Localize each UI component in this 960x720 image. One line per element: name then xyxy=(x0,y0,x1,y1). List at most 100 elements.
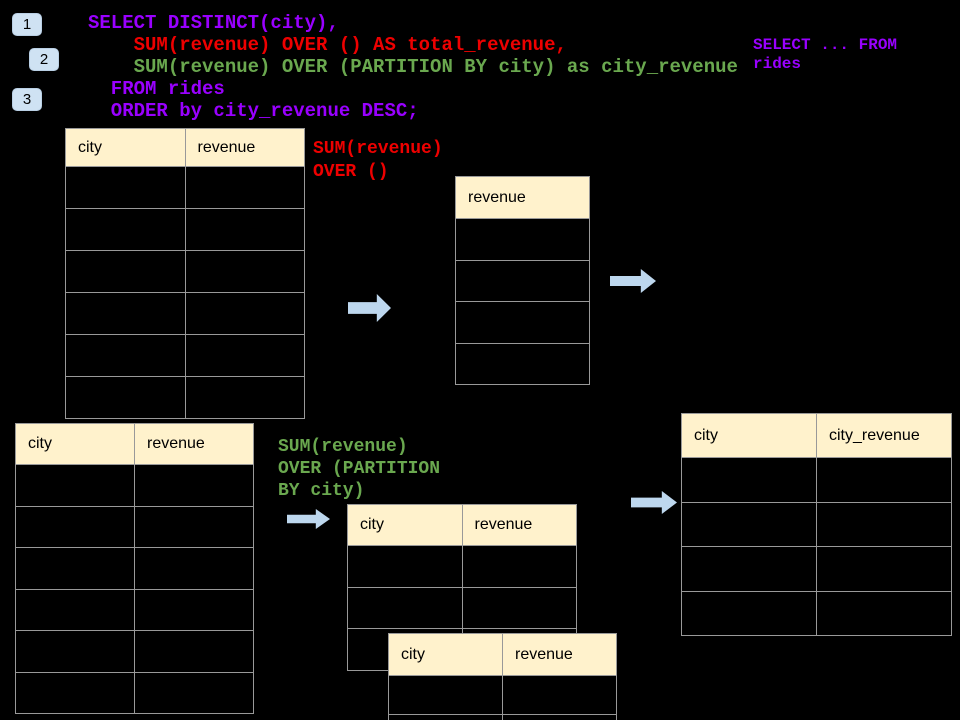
table-cell xyxy=(184,292,305,335)
table-cell xyxy=(15,671,135,714)
table-cell xyxy=(184,334,305,377)
side-code-snippet: SELECT ... FROM rides xyxy=(753,36,898,73)
column-header-city: city xyxy=(65,128,186,167)
table-header-row: city city_revenue xyxy=(681,413,952,458)
column-header-city: city xyxy=(681,413,817,458)
table-row xyxy=(65,376,305,419)
sql-line-total-revenue: SUM(revenue) OVER () AS total_revenue, xyxy=(88,34,567,56)
table-cell xyxy=(681,501,817,547)
table-cell xyxy=(347,586,463,629)
table-partition-group-b: city revenue xyxy=(388,633,617,720)
table-header-row: city revenue xyxy=(388,633,617,676)
table-cell xyxy=(455,218,590,261)
table-cell xyxy=(15,630,135,673)
table-cell xyxy=(184,376,305,419)
column-header-revenue: revenue xyxy=(455,176,590,219)
table-cell xyxy=(502,675,617,715)
table-source-top: city revenue xyxy=(65,128,305,419)
column-header-revenue: revenue xyxy=(134,423,254,465)
table-cell xyxy=(816,546,952,592)
table-row xyxy=(65,208,305,251)
sql-line-city-revenue: SUM(revenue) OVER (PARTITION BY city) as… xyxy=(88,56,738,78)
column-header-city: city xyxy=(15,423,135,465)
table-row xyxy=(455,218,590,261)
table-row xyxy=(388,675,617,715)
table-row xyxy=(388,714,617,720)
table-cell xyxy=(461,586,577,629)
table-row xyxy=(65,334,305,377)
annotation-sum-over-partition: SUM(revenue) OVER (PARTITION BY city) xyxy=(278,437,441,501)
table-row xyxy=(15,671,254,714)
sql-line-order-by: ORDER by city_revenue DESC; xyxy=(88,100,419,122)
table-row xyxy=(455,301,590,344)
sql-line-select: SELECT DISTINCT(city), xyxy=(88,12,339,34)
table-cell xyxy=(184,250,305,293)
table-row xyxy=(15,547,254,590)
table-cell xyxy=(502,714,617,720)
table-header-row: revenue xyxy=(455,176,590,219)
table-cell xyxy=(681,457,817,503)
table-header-row: city revenue xyxy=(65,128,305,167)
table-cell xyxy=(816,590,952,636)
column-header-city: city xyxy=(388,633,503,676)
table-cell xyxy=(65,376,186,419)
table-cell xyxy=(816,457,952,503)
arrow-right-icon xyxy=(631,491,677,514)
arrow-right-icon xyxy=(610,269,656,293)
annotation-sum-over-all: SUM(revenue) OVER () xyxy=(313,139,443,182)
table-row xyxy=(65,292,305,335)
table-cell xyxy=(455,259,590,302)
table-cell xyxy=(15,464,135,507)
table-row xyxy=(681,501,952,547)
table-cell xyxy=(681,590,817,636)
table-row xyxy=(15,630,254,673)
table-cell xyxy=(65,208,186,251)
table-final-result: city city_revenue xyxy=(681,413,952,636)
column-header-city-revenue: city_revenue xyxy=(816,413,952,458)
step-badge-1: 1 xyxy=(12,13,42,36)
column-header-revenue: revenue xyxy=(502,633,617,676)
table-cell xyxy=(134,547,254,590)
table-row xyxy=(15,464,254,507)
table-row xyxy=(65,166,305,209)
sql-line-from: FROM rides xyxy=(88,78,225,100)
table-cell xyxy=(816,501,952,547)
table-cell xyxy=(15,547,135,590)
table-source-bottom: city revenue xyxy=(15,423,254,714)
table-cell xyxy=(388,675,503,715)
table-row xyxy=(681,546,952,592)
arrow-right-icon xyxy=(287,509,330,529)
table-cell xyxy=(184,208,305,251)
table-cell xyxy=(65,292,186,335)
table-row xyxy=(455,342,590,385)
table-cell xyxy=(134,588,254,631)
table-row xyxy=(455,259,590,302)
table-cell xyxy=(681,546,817,592)
table-cell xyxy=(184,166,305,209)
table-cell xyxy=(455,342,590,385)
table-row xyxy=(347,586,577,629)
table-cell xyxy=(65,250,186,293)
column-header-revenue: revenue xyxy=(184,128,305,167)
table-cell xyxy=(65,334,186,377)
arrow-right-icon xyxy=(348,294,391,322)
table-total-result: revenue xyxy=(455,176,590,385)
table-cell xyxy=(15,588,135,631)
table-row xyxy=(15,588,254,631)
column-header-revenue: revenue xyxy=(461,504,577,546)
table-cell xyxy=(65,166,186,209)
table-row xyxy=(15,505,254,548)
sql-query-block: SELECT DISTINCT(city), SUM(revenue) OVER… xyxy=(88,12,738,122)
column-header-city: city xyxy=(347,504,463,546)
table-cell xyxy=(134,671,254,714)
table-cell xyxy=(455,301,590,344)
table-row xyxy=(65,250,305,293)
table-cell xyxy=(134,630,254,673)
table-cell xyxy=(134,464,254,507)
table-cell xyxy=(388,714,503,720)
table-row xyxy=(681,590,952,636)
table-row xyxy=(347,545,577,588)
table-header-row: city revenue xyxy=(347,504,577,546)
step-badge-2: 2 xyxy=(29,48,59,71)
